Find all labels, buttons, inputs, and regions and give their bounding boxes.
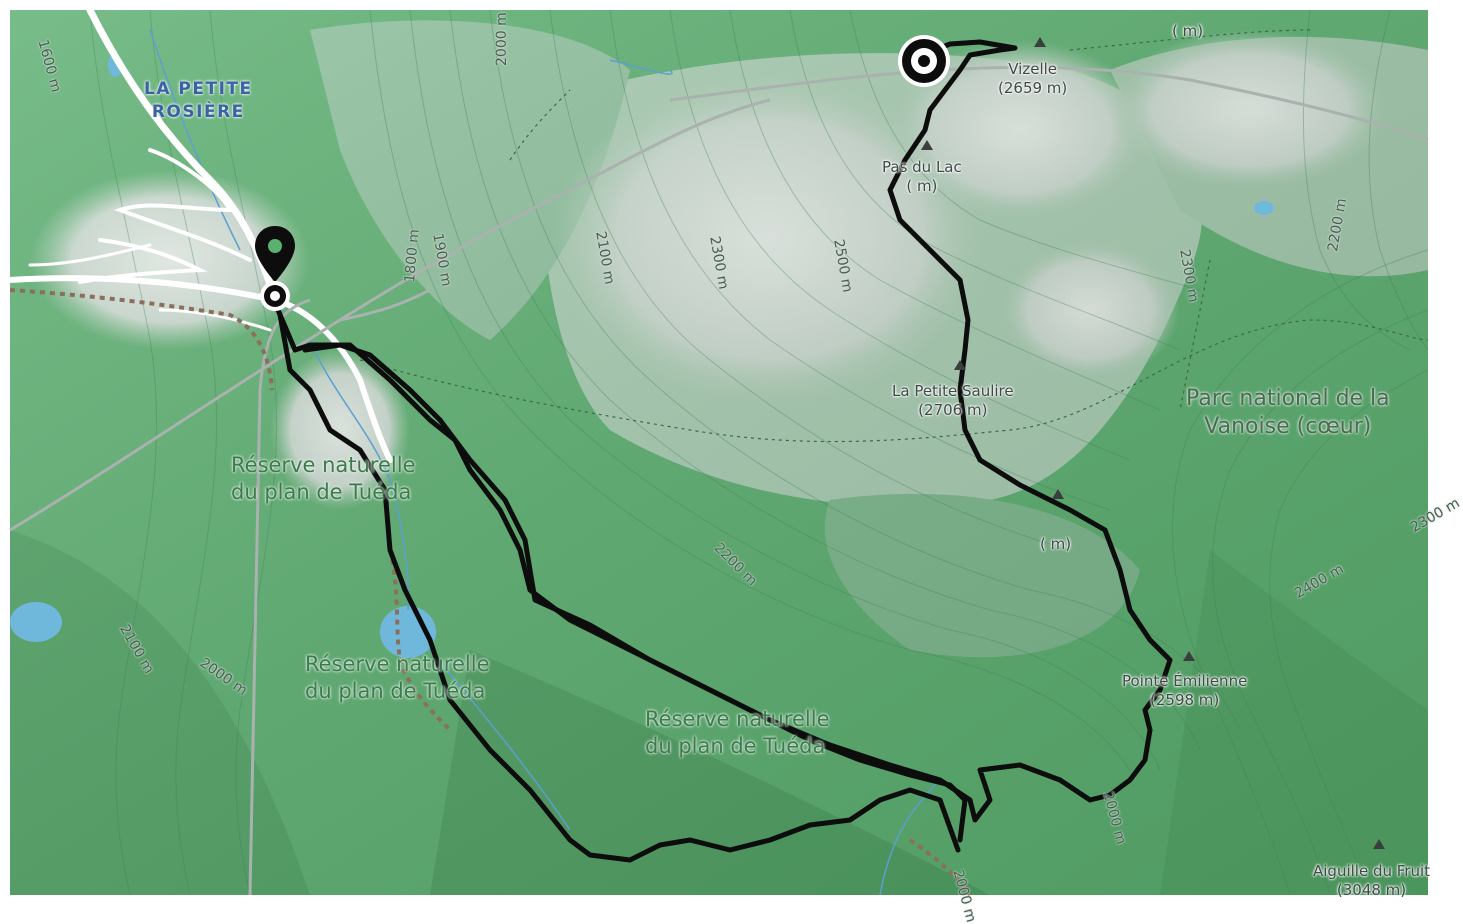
park-label: Parc national de la Vanoise (cœur) <box>1186 386 1390 439</box>
trail-main <box>9 288 972 897</box>
trails <box>359 29 1429 443</box>
peak-triangle-icon <box>1373 839 1385 849</box>
locality-label: LA PETITE ROSIÈRE <box>144 78 253 124</box>
peak-label-aiguille-du-fruit[interactable]: Aiguille du Fruit (3048 m) <box>1313 862 1431 899</box>
peak-triangle-icon <box>1183 651 1195 661</box>
reserve-label: Réserve naturelle du plan de Tuéda <box>231 453 416 504</box>
hillshade <box>10 10 1428 895</box>
lift-lines <box>9 65 1429 896</box>
peak-label-pointe-emilienne[interactable]: Pointe Émilienne (2598 m) <box>1122 672 1248 709</box>
peak-triangle-icon <box>921 140 933 150</box>
peak-triangle-icon <box>954 360 966 370</box>
locality-line: LA PETITE <box>144 79 253 99</box>
peak-triangle-icon <box>1034 37 1046 47</box>
locality-line: ROSIÈRE <box>151 102 245 122</box>
reserve-label: Réserve naturelle du plan de Tuéda <box>645 707 830 758</box>
contour-label: 2000 m <box>494 12 510 66</box>
peak-label-vizelle[interactable]: Vizelle (2659 m) <box>998 60 1068 97</box>
contour-lines <box>89 9 1429 896</box>
peak-label-pas-du-lac[interactable]: Pas du Lac ( m) <box>882 158 962 195</box>
peak-label-unnamed[interactable]: ( m) <box>1040 535 1072 553</box>
reserve-label: Réserve naturelle du plan de Tuéda <box>305 652 490 703</box>
map-pin-icon <box>255 226 295 311</box>
peak-triangle-icon <box>1052 489 1064 499</box>
lake <box>10 602 62 642</box>
streams <box>149 29 941 896</box>
map-canvas[interactable]: LA PETITE ROSIÈRE Vizelle (2659 m) Pas d… <box>7 6 1463 924</box>
gps-track <box>275 39 1173 863</box>
peak-label-unnamed[interactable]: ( m) <box>1172 22 1204 40</box>
lake <box>1254 201 1274 215</box>
peak-label-petite-saulire[interactable]: La Petite Saulire (2706 m) <box>892 382 1014 419</box>
map-terrain <box>7 6 1429 897</box>
target-icon <box>898 35 950 87</box>
